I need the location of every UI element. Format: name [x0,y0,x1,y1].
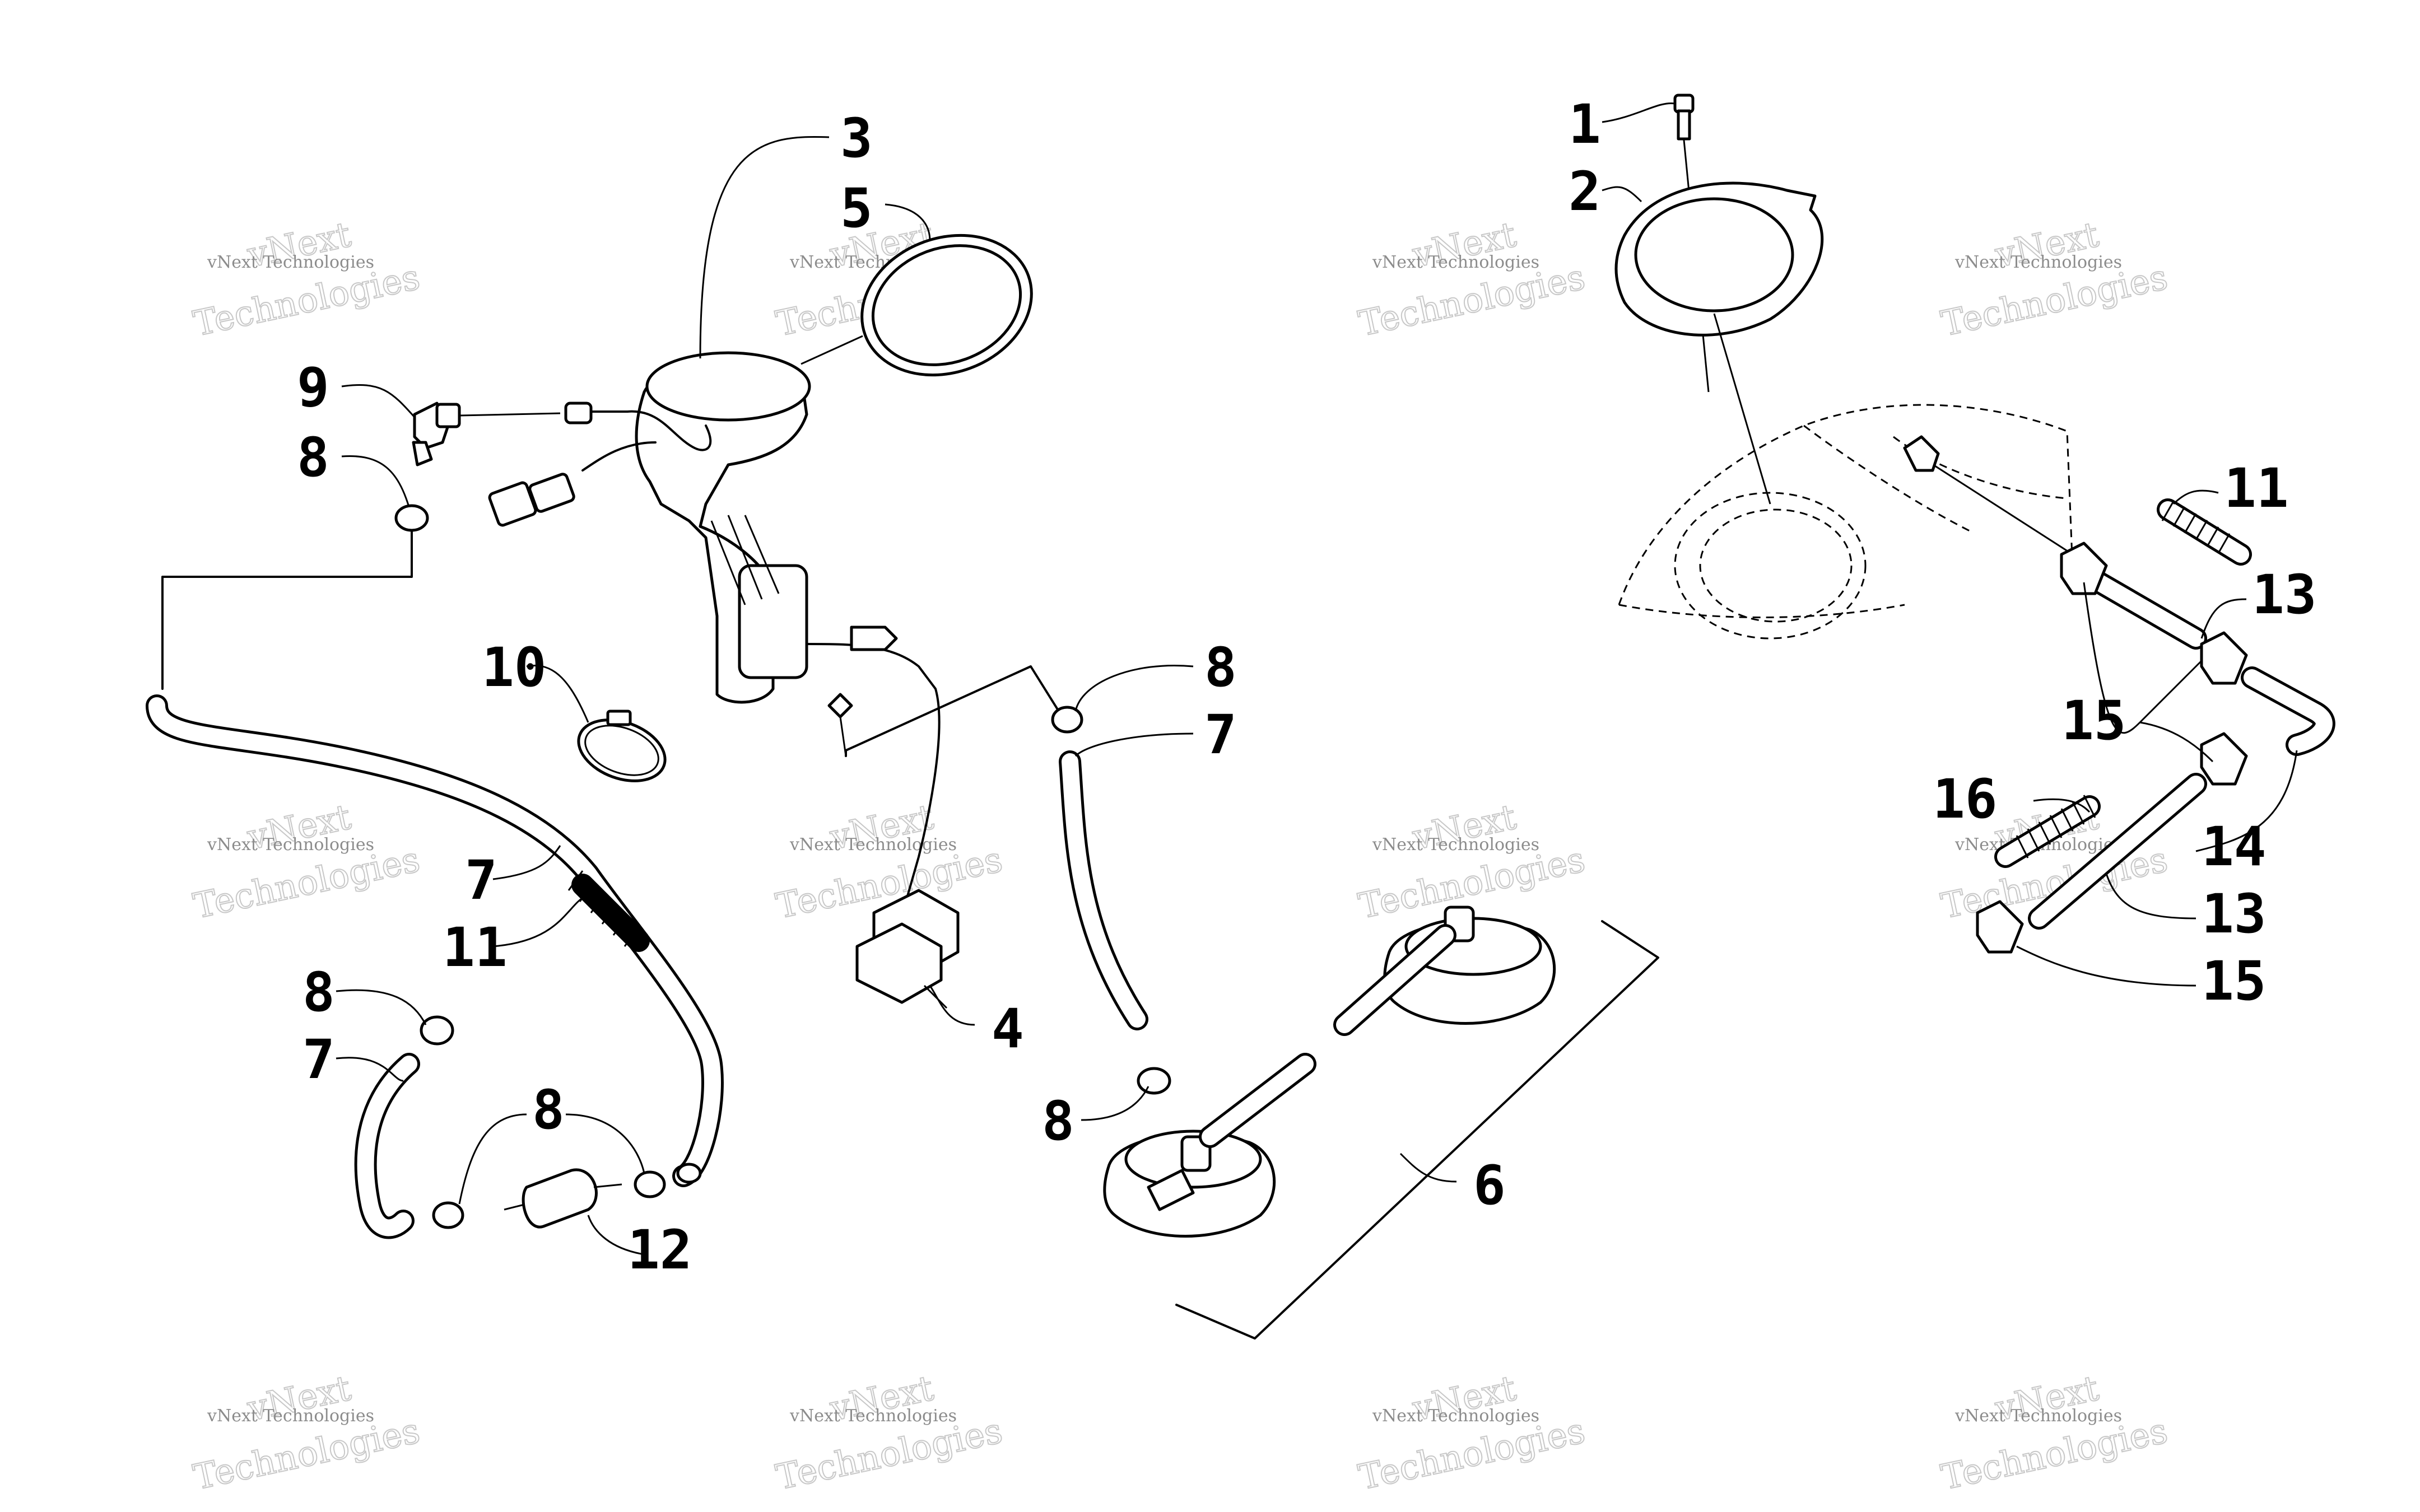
callout-11b: 11 [443,916,508,979]
callout-15a: 15 [2061,689,2126,752]
callout-15b: 15 [2202,950,2267,1012]
fuel-pump-module [488,335,863,704]
watermark: vNext Technologies vNext Technologies [189,213,424,345]
watermark: vNext Technologies vNext Technologies [189,796,424,927]
jet-pump-assembly [845,665,1659,1340]
callout-12: 12 [627,1219,692,1281]
watermark: vNext Technologies vNext Technologies [1355,213,1589,345]
callout-14: 14 [2202,815,2267,878]
callout-13a: 13 [2252,563,2317,626]
callout-3: 3 [840,107,873,170]
callout-8e: 8 [1042,1090,1074,1152]
o-ring [860,234,1033,377]
watermark-small: vNext Technologies [207,835,374,855]
sending-unit [806,626,960,1009]
callout-7b: 7 [465,849,497,912]
watermark-small: vNext Technologies [207,1406,374,1426]
watermark-small: vNext Technologies [1954,1406,2122,1426]
callout-8c: 8 [302,961,335,1024]
clamp-ring [577,710,667,782]
watermark: vNext Technologies vNext Technologies [1355,796,1589,927]
flex-sleeve-right [2157,498,2252,566]
callout-13b: 13 [2202,883,2267,945]
watermark: vNext Technologies vNext Technologies [1355,1367,1589,1499]
fuel-tank-outline [1618,404,2074,640]
watermark: vNext Technologies vNext Technologies [1937,1367,2172,1499]
callouts: 1 2 3 4 5 6 7 7 7 8 8 8 8 8 9 10 11 11 1… [297,93,2317,1281]
watermark: vNext Technologies vNext Technologies [772,1367,1007,1499]
watermark-small: vNext Technologies [1372,835,1539,855]
vent-hose-assembly [1903,435,2335,954]
callout-8a: 8 [1204,636,1237,699]
callout-2: 2 [1569,160,1601,223]
watermark-small: vNext Technologies [207,253,374,272]
callout-8d: 8 [532,1079,565,1141]
watermark: vNext Technologies vNext Technologies [189,1367,424,1499]
callout-8b: 8 [297,426,329,489]
watermark: vNext Technologies vNext Technologies [1937,213,2172,345]
callout-7c: 7 [302,1028,335,1091]
watermark-small: vNext Technologies [1372,253,1539,272]
watermark-small: vNext Technologies [789,835,957,855]
leader-lines [336,102,2298,1256]
spring-sleeve [1994,795,2101,868]
watermark-small: vNext Technologies [1372,1406,1539,1426]
callout-7a: 7 [1204,703,1237,766]
callout-11a: 11 [2224,457,2289,520]
watermark-small: vNext Technologies [1954,253,2122,272]
mounting-ring [1614,181,1824,505]
callout-10: 10 [482,636,547,699]
callout-6: 6 [1473,1154,1506,1217]
callout-5: 5 [840,177,873,240]
fuel-line-left [146,402,724,1239]
callout-9: 9 [297,356,329,419]
watermark-small: vNext Technologies [789,1406,957,1426]
callout-4: 4 [992,997,1024,1060]
callout-16: 16 [1933,768,1998,830]
callout-1: 1 [1569,93,1601,156]
